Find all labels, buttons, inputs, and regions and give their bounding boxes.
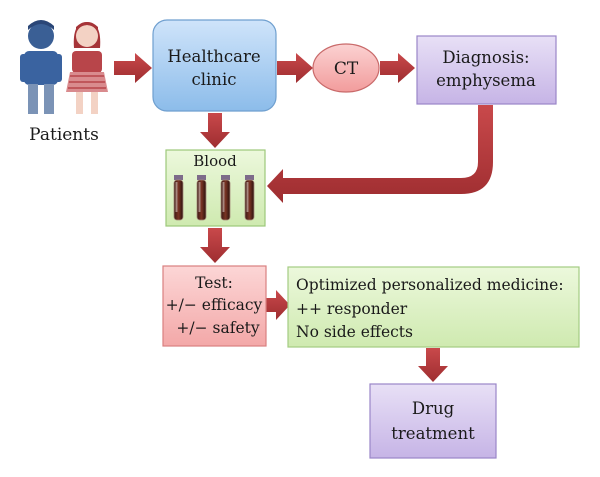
arrow-ct-to-diagnosis xyxy=(380,53,415,83)
drug-label-line2: treatment xyxy=(391,424,475,443)
medicine-label-line2: ++ responder xyxy=(296,300,408,318)
personalized-medicine-box: Optimized personalized medicine: ++ resp… xyxy=(287,266,580,348)
arrow-test-to-medicine xyxy=(266,290,290,320)
blood-box: Blood xyxy=(165,149,266,227)
medicine-label-line1: Optimized personalized medicine: xyxy=(296,276,564,294)
arrow-blood-to-test xyxy=(200,228,230,263)
test-label-line1: Test: xyxy=(195,274,233,292)
clinic-label-line2: clinic xyxy=(192,70,237,89)
female-patient-icon xyxy=(66,22,108,114)
arrow-diagnosis-to-blood xyxy=(267,105,493,203)
diagnosis-label-line2: emphysema xyxy=(436,71,536,90)
test-label-line3: +/− safety xyxy=(176,319,259,337)
blood-label: Blood xyxy=(193,152,237,170)
arrow-patients-to-clinic xyxy=(114,53,152,83)
male-patient-icon xyxy=(20,20,62,114)
medicine-label-line3: No side effects xyxy=(296,323,413,341)
drug-treatment-box: Drug treatment xyxy=(369,383,497,459)
patients-label: Patients xyxy=(29,125,99,145)
arrow-clinic-to-blood xyxy=(200,113,230,148)
ct-label: CT xyxy=(334,59,359,79)
ct-ellipse: CT xyxy=(312,43,380,93)
test-box: Test: +/− efficacy +/− safety xyxy=(162,265,267,347)
clinic-label-line1: Healthcare xyxy=(167,47,260,66)
diagnosis-box: Diagnosis: emphysema xyxy=(416,35,557,105)
arrow-medicine-to-drug xyxy=(418,348,448,382)
diagnosis-label-line1: Diagnosis: xyxy=(442,48,529,67)
test-label-line2: +/− efficacy xyxy=(166,296,263,314)
blood-tubes-icon xyxy=(173,175,255,221)
drug-label-line1: Drug xyxy=(412,399,455,418)
arrow-clinic-to-ct xyxy=(277,53,313,83)
healthcare-clinic-box: Healthcare clinic xyxy=(152,19,277,112)
